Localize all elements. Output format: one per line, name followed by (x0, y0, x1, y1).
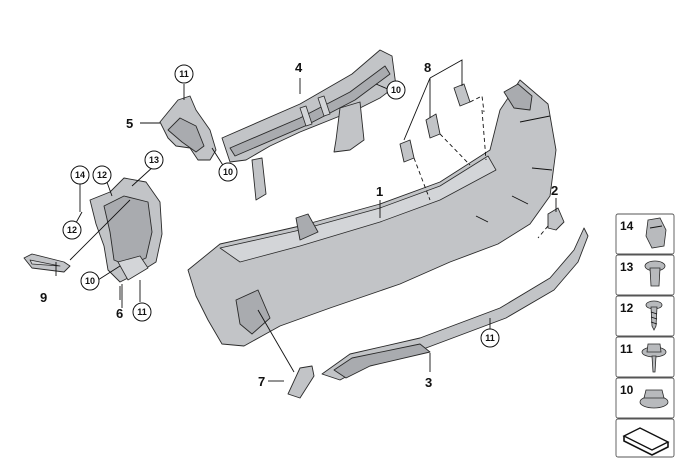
bumper-carrier-beam (221, 49, 397, 201)
kit-symbol-icon (622, 427, 670, 456)
callout-4: 4 (295, 60, 303, 75)
callout-6: 6 (116, 306, 123, 321)
svg-text:12: 12 (67, 225, 77, 235)
svg-text:10: 10 (620, 383, 634, 397)
svg-text:13: 13 (620, 260, 634, 274)
expanding-rivet-icon (644, 260, 666, 287)
circled-10-low: 10 (80, 271, 100, 291)
circled-callouts: 11 10 10 13 14 12 12 10 (62, 64, 500, 348)
circled-11-top: 11 (174, 64, 194, 84)
leader-lines (55, 59, 557, 382)
circled-12-a: 12 (92, 165, 112, 185)
callout-9: 9 (40, 290, 47, 305)
circled-12-b: 12 (62, 220, 82, 240)
legend-item-11: 11 (615, 336, 675, 378)
legend-item-10: 10 (615, 377, 675, 419)
fastener-legend: 14 13 12 11 (615, 213, 675, 458)
callout-8: 8 (424, 60, 431, 75)
svg-text:11: 11 (179, 69, 189, 79)
svg-text:11: 11 (620, 342, 633, 356)
callout-3: 3 (425, 375, 432, 390)
left-upper-bracket (159, 95, 217, 161)
callout-7: 7 (258, 374, 265, 389)
clip-nut-icon (645, 217, 667, 249)
hex-nut-icon (639, 389, 669, 409)
svg-text:12: 12 (97, 170, 107, 180)
svg-text:10: 10 (223, 167, 233, 177)
legend-item-12: 12 (615, 295, 675, 337)
circled-10-top: 10 (386, 80, 406, 100)
collar-screw-icon (641, 343, 667, 373)
callout-5: 5 (126, 116, 133, 131)
svg-text:10: 10 (85, 276, 95, 286)
svg-text:10: 10 (391, 85, 401, 95)
bumper-trim-panel (187, 79, 557, 347)
svg-text:14: 14 (75, 170, 85, 180)
reflector-left (287, 365, 315, 399)
screw-icon (645, 300, 663, 331)
rear-diffuser (321, 227, 589, 381)
legend-item-14: 14 (615, 213, 675, 255)
svg-text:14: 14 (620, 219, 634, 233)
circled-14: 14 (70, 165, 90, 185)
circled-10-mid: 10 (218, 162, 238, 182)
svg-text:13: 13 (149, 155, 159, 165)
legend-item-kit (615, 418, 675, 458)
part-number-callouts: 1 2 3 4 5 6 7 8 9 (40, 60, 558, 390)
circled-13: 13 (144, 150, 164, 170)
circled-11-diffuser: 11 (480, 328, 500, 348)
callout-2: 2 (551, 183, 558, 198)
left-side-bracket (89, 177, 163, 283)
svg-text:12: 12 (620, 301, 634, 315)
callout-1: 1 (376, 184, 383, 199)
svg-text:11: 11 (137, 307, 147, 317)
mounting-clips (399, 83, 471, 163)
reflector-clip (23, 253, 71, 273)
legend-item-13: 13 (615, 254, 675, 296)
circled-11-low: 11 (132, 302, 152, 322)
svg-text:11: 11 (485, 333, 495, 343)
